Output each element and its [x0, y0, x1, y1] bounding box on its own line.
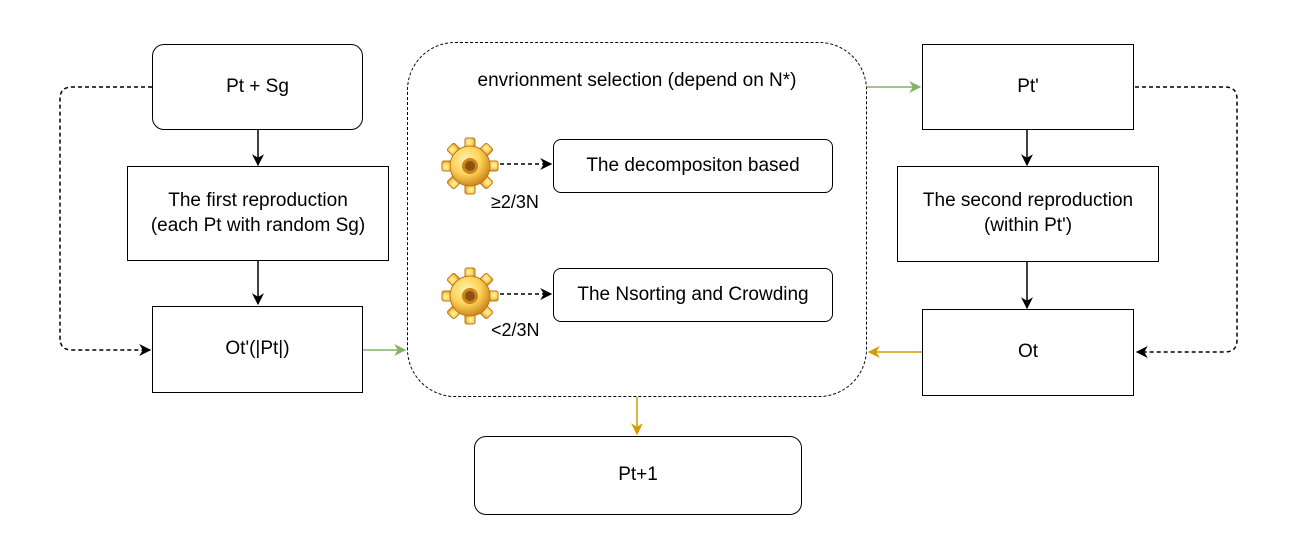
second-reproduction-line1: The second reproduction: [922, 190, 1134, 212]
node-pt-next: Pt+1: [474, 436, 802, 515]
node-pt-sg-label: Pt + Sg: [226, 75, 289, 97]
first-reproduction-line2: (each Pt with random Sg): [150, 214, 366, 236]
node-decomposition-label: The decompositon based: [586, 154, 800, 176]
gear-icon: [441, 267, 499, 325]
node-nsorting: The Nsorting and Crowding: [553, 268, 833, 322]
node-pt-prime: Pt': [922, 44, 1134, 130]
environment-selection-title: envrionment selection (depend on N*): [477, 70, 797, 91]
dashed-loop-right: [1135, 86, 1238, 358]
node-pt-next-label: Pt+1: [618, 464, 658, 486]
node-second-reproduction: The second reproduction (within Pt'): [897, 166, 1159, 262]
node-ot: Ot: [922, 309, 1134, 396]
node-pt-prime-label: Pt': [1017, 75, 1039, 97]
environment-selection-container: [407, 42, 867, 397]
condition-high: ≥2/3N: [491, 192, 539, 212]
gear-icon: [441, 137, 499, 195]
node-ot-label: Ot: [1017, 341, 1039, 363]
condition-low: <2/3N: [491, 320, 540, 340]
node-nsorting-label: The Nsorting and Crowding: [577, 283, 809, 305]
first-reproduction-line1: The first reproduction: [168, 189, 348, 211]
node-ot-prime: Ot'(|Pt|): [152, 306, 363, 393]
dashed-loop-left: [59, 86, 152, 356]
node-decomposition: The decompositon based: [553, 139, 833, 193]
node-pt-sg: Pt + Sg: [152, 44, 363, 130]
node-ot-prime-label: Ot'(|Pt|): [225, 338, 290, 360]
node-first-reproduction: The first reproduction (each Pt with ran…: [127, 166, 389, 261]
second-reproduction-line2: (within Pt'): [983, 215, 1073, 236]
